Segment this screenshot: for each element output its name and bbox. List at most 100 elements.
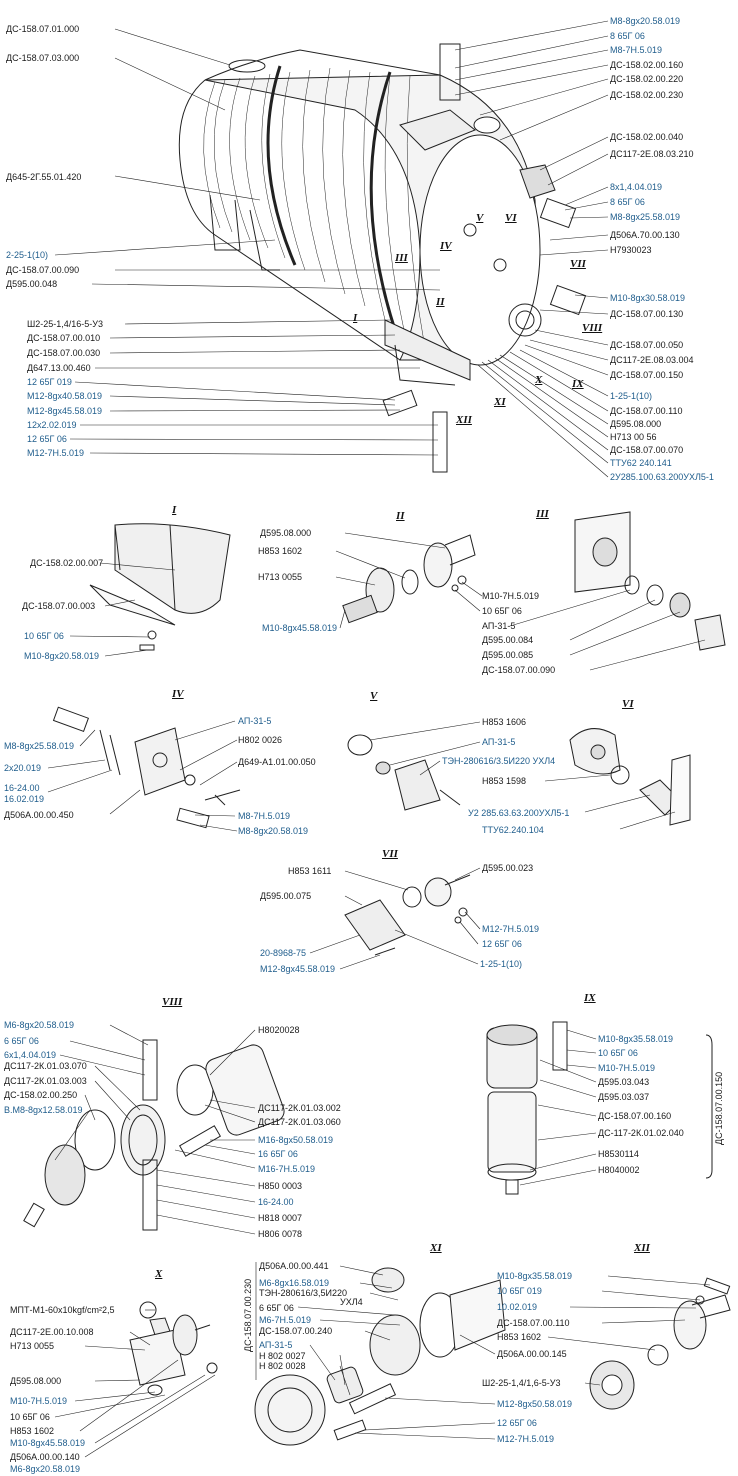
callout-V: V xyxy=(476,212,484,224)
part-label: Н850 0003 xyxy=(258,1181,303,1191)
part-label: ДС-158.07.00.130 xyxy=(610,309,684,319)
part-label: ДС-158.07.01.000 xyxy=(6,24,80,34)
fastener-label: М8-8gx25.58.019 xyxy=(4,741,75,751)
tank-body xyxy=(54,20,609,478)
fastener-label: М10-8gx35.58.019 xyxy=(598,1034,674,1044)
view-title: V xyxy=(370,690,378,702)
view-title: VI xyxy=(622,698,634,710)
part-label: Н853 1606 xyxy=(482,717,527,727)
fastener-label: М8-8gx25.58.019 xyxy=(610,212,681,222)
part-label: Д506А.00.00.140 xyxy=(10,1452,80,1462)
view-title: II xyxy=(396,510,405,522)
fastener-label: 2У285.100.63.200УХЛ5-1 xyxy=(610,472,714,482)
fastener-label: М10-8gx30.58.019 xyxy=(610,293,686,303)
fastener-label: 20-8968-75 xyxy=(260,948,307,958)
view-title: III xyxy=(536,508,549,520)
fastener-label: М10-8gx45.58.019 xyxy=(10,1438,86,1448)
part-label: Н853 1602 xyxy=(497,1332,542,1342)
part-label: Д595.03.043 xyxy=(598,1077,650,1087)
fastener-label: М6-7Н.5.019 xyxy=(259,1315,312,1325)
part-label: ДС117-2Е.08.03.210 xyxy=(610,149,694,159)
part-label: Н 802 0027 xyxy=(259,1351,306,1361)
part-label: ДС117-2К.01.03.002 xyxy=(258,1103,341,1113)
fastener-label: М8-8gx20.58.019 xyxy=(238,826,309,836)
fastener-label: 8 65Г 06 xyxy=(610,31,645,41)
part-label: ДС-158.07.00.110 xyxy=(497,1318,570,1328)
callout-VI: VI xyxy=(505,212,517,224)
view-title: IX xyxy=(584,992,596,1004)
fastener-label: 10 65Г 06 xyxy=(598,1048,638,1058)
view-III-drawing xyxy=(509,511,726,671)
fastener-label: М12-7Н.5.019 xyxy=(27,448,85,458)
part-label: ДС-158.07.00.070 xyxy=(610,445,684,455)
callout-XII: XII xyxy=(456,414,472,426)
part-label: Н 802 0028 xyxy=(259,1361,306,1371)
fastener-label: АП-31-5 xyxy=(259,1340,293,1350)
part-label: ДС-158.02.00.160 xyxy=(610,60,684,70)
part-label: Ш2-25-1,4/16-5-У3 xyxy=(27,319,104,329)
part-label: Д649-А1.01.00.050 xyxy=(238,757,316,767)
fastener-label: М10-8gx35.58.019 xyxy=(497,1271,573,1281)
view-title: VIII xyxy=(162,996,183,1008)
part-label: ДС-158.07.00.030 xyxy=(27,348,101,358)
part-label: М10-7Н.5.019 xyxy=(482,591,540,601)
fastener-label: М12-7Н.5.019 xyxy=(497,1434,555,1444)
part-label: ДС117-2К.01.03.060 xyxy=(258,1117,341,1127)
part-label: Д595.00.075 xyxy=(260,891,312,901)
view-X-drawing xyxy=(54,1301,218,1458)
fastener-label: 8 65Г 06 xyxy=(610,197,645,207)
part-label: ДС-158.02.00.250 xyxy=(4,1090,78,1100)
callout-IX: IX xyxy=(572,378,584,390)
callout-VII: VII xyxy=(570,258,586,270)
view-XII-drawing xyxy=(547,1275,731,1410)
part-label: Д506А.00.00.450 xyxy=(4,810,74,820)
part-label: Д647.13.00.460 xyxy=(27,363,91,373)
part-label: ДС-158.07.00.003 xyxy=(22,601,96,611)
fastener-label: М12-8gx40.58.019 xyxy=(27,391,103,401)
part-label: Н802 0026 xyxy=(238,735,283,745)
part-label: ДС-158.07.00.160 xyxy=(598,1111,672,1121)
fastener-label: 16.02.019 xyxy=(4,794,45,804)
fastener-label: М6-8gx20.58.019 xyxy=(10,1464,81,1474)
fastener-label: 2x20.019 xyxy=(4,763,42,773)
fastener-label: АП-31-5 xyxy=(238,716,272,726)
fastener-label: М12-8gx45.58.019 xyxy=(27,406,103,416)
fastener-label: 1-25-1(10) xyxy=(480,959,523,969)
fastener-label: 16-24.00 xyxy=(4,783,40,793)
fastener-label: М12-7Н.5.019 xyxy=(482,924,540,934)
part-label: АП-31-5 xyxy=(482,621,516,631)
fastener-label: 12 65Г 06 xyxy=(27,434,67,444)
view-IX-drawing xyxy=(486,1021,713,1195)
callout-X: X xyxy=(535,374,543,386)
callout-I: IV xyxy=(440,240,452,252)
fastener-label: М8-7Н.5.019 xyxy=(238,811,291,821)
fastener-label: 16 65Г 06 xyxy=(258,1149,298,1159)
fastener-label: М10-8gx45.58.019 xyxy=(262,623,338,633)
fastener-label: М8-8gx20.58.019 xyxy=(610,16,681,26)
fastener-label: 6x1,4.04.019 xyxy=(4,1050,57,1060)
callout-VIII: VIII xyxy=(582,322,603,334)
fastener-label: М10-7Н.5.019 xyxy=(598,1063,656,1073)
view-title: IV xyxy=(172,688,184,700)
part-label: ДС-158.07.00.150 xyxy=(610,370,684,380)
part-label: Ш2-25-1,4/1,6-5-У3 xyxy=(482,1378,561,1388)
view-I-drawing xyxy=(69,523,231,657)
view-V-drawing xyxy=(347,721,481,811)
fastener-label: ТТУ62 240.141 xyxy=(610,458,672,468)
part-label: Д595.00.023 xyxy=(482,863,534,873)
fastener-label: 12x2.02.019 xyxy=(27,420,77,430)
fastener-label: 10.02.019 xyxy=(497,1302,538,1312)
part-label: Н853 1611 xyxy=(288,866,332,876)
part-label: Н8040002 xyxy=(598,1165,640,1175)
part-label: ДС-158.02.00.040 xyxy=(610,132,684,142)
part-label: Д595.03.037 xyxy=(598,1092,650,1102)
part-label: Н7930023 xyxy=(610,245,652,255)
part-label: ДС-158.07.00.010 xyxy=(27,333,101,343)
part-label: 6 65Г 06 xyxy=(259,1303,294,1313)
fastener-label: 10 65Г 019 xyxy=(497,1286,542,1296)
fastener-label: М10-8gx20.58.019 xyxy=(24,651,100,661)
fastener-label: 1-25-1(10) xyxy=(610,391,653,401)
view-IV-drawing xyxy=(47,706,241,832)
